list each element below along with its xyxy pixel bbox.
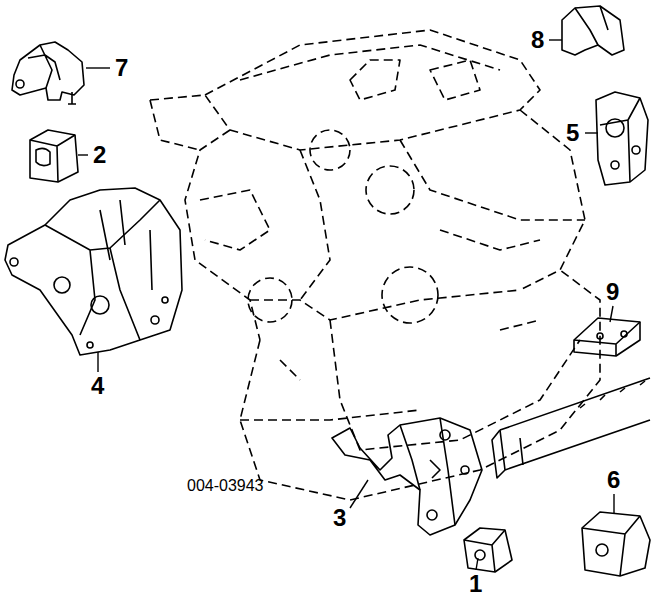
callout-number: 3 <box>333 506 346 530</box>
callout-number: 7 <box>115 56 128 80</box>
part-code: 004-03943 <box>187 478 264 494</box>
leader-lines <box>78 40 614 570</box>
callout-number: 4 <box>91 374 104 398</box>
callout-number: 5 <box>566 121 579 145</box>
callout-number: 1 <box>469 572 482 596</box>
callout-number: 6 <box>607 468 620 492</box>
engine-outline <box>150 30 600 500</box>
callout-number: 9 <box>606 280 619 304</box>
callout-number: 2 <box>93 143 106 167</box>
callout-number: 8 <box>531 28 544 52</box>
part-drawings <box>5 6 650 576</box>
